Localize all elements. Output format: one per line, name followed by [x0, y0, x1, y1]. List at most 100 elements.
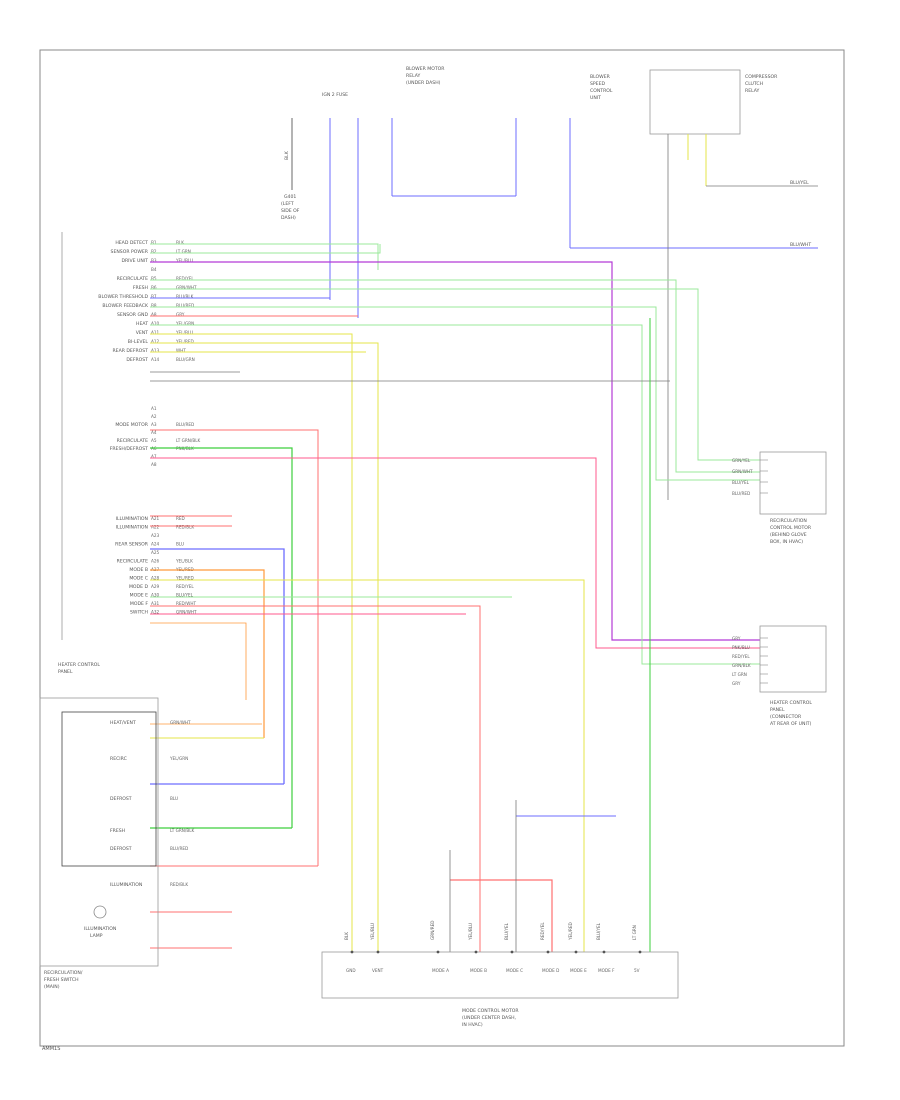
label-line: BOX, IN HVAC) [770, 539, 803, 545]
left-pin-wire: BLU/BLK [176, 294, 194, 299]
right-conn-wire: RED/YEL [732, 654, 750, 659]
right-conn-wire: PNK/BLU [732, 645, 750, 650]
svg-text:SIDE OF: SIDE OF [281, 208, 300, 214]
left-pin-3-wire: RED/BLK [176, 525, 194, 530]
left-pin-pin: A11 [151, 330, 160, 335]
left-pin-3-label: SWITCH [130, 610, 148, 616]
left-pin-3-pin: A25 [151, 550, 160, 555]
left-pin-wire: BLU/GRN [176, 357, 195, 362]
left-pin-2-pin: A1 [151, 406, 157, 411]
left-pin-3-label: REAR SENSOR [115, 542, 149, 548]
wire-switch [150, 622, 247, 700]
left-pin-3-label: MODE C [129, 576, 148, 582]
left-pin-wire: RED/YEL [176, 276, 194, 281]
switch-row-wire: RED/BLK [170, 882, 188, 887]
left-pin-3-label: MODE E [130, 593, 148, 599]
left-pin-3-pin: A32 [151, 610, 160, 615]
left-pin-pin: B2 [151, 249, 157, 254]
main-component-label-2: PANEL [58, 669, 73, 675]
switch-panel-inner [61, 711, 157, 867]
wire-mode-d [150, 605, 481, 952]
switch-panel-outline [39, 697, 159, 967]
left-pin-pin: B3 [151, 258, 157, 263]
switch-row-label: DEFROST [110, 846, 132, 852]
left-pin-wire: WHT [176, 348, 186, 353]
switch-row-label: FRESH [110, 828, 125, 834]
left-pin-3-wire: YEL/BLK [175, 559, 193, 564]
left-pin-wire: BLK [176, 240, 184, 245]
mode-pin-wire: BLU/YEL [504, 922, 509, 940]
svg-text:BLK: BLK [284, 150, 290, 160]
label-line: PANEL [770, 707, 785, 713]
left-pin-wire: YEL/GRN [175, 321, 194, 326]
wire-fresh [150, 288, 760, 461]
label-line: CONTROL MOTOR [770, 525, 812, 531]
switch-row-label: DEFROST [110, 796, 132, 802]
right-connector-2-pins: GRY PNK/BLU RED/YEL GRN/BLK LT GRN GRY [732, 636, 768, 686]
left-pin-3-pin: A29 [151, 584, 160, 589]
label-line: (CONNECTOR [770, 714, 802, 720]
mode-pin-name: MODE B [470, 968, 487, 973]
mode-pin-name: VENT [372, 968, 384, 973]
svg-text:G401: G401 [284, 194, 296, 200]
mode-pin-wire: LT GRN [632, 925, 637, 940]
mode-pin-name: MODE A [432, 968, 449, 973]
left-pin-3-pin: A23 [151, 533, 160, 538]
switch-row-wire: BLU [170, 796, 178, 801]
bulb-label-2: LAMP [90, 933, 103, 939]
switch-top-4: UNIT [590, 95, 601, 101]
left-pin-2-wire: LT GRN/BLK [176, 438, 201, 443]
mode-pin-name: MODE F [598, 968, 615, 973]
left-pin-pin: B5 [151, 276, 157, 281]
label-line: FRESH SWITCH [44, 977, 79, 983]
wire-b2 [150, 243, 379, 270]
right-conn-wire: GRY [732, 636, 741, 641]
left-pin-3-wire: RED/YEL [176, 584, 194, 589]
left-pin-3-pin: A31 [151, 601, 160, 606]
top-fuse-group: BLK G401 (LEFT SIDE OF DASH) [281, 118, 300, 221]
mode-pin-dot [350, 950, 354, 954]
relay-top-1: COMPRESSOR [745, 74, 778, 80]
label-line: MODE CONTROL MOTOR [462, 1008, 519, 1014]
label-line: (BEHIND GLOVE [770, 532, 807, 538]
svg-text:(LEFT: (LEFT [281, 201, 294, 207]
mode-pin-name: GND [346, 968, 356, 973]
left-pin-3-wire: BLU [176, 542, 184, 547]
label-line: RECIRCULATION [770, 518, 807, 524]
left-pin-label: DEFROST [126, 357, 148, 363]
mode-pin-wire: YEL/BLU [370, 923, 375, 941]
switch-top-1: BLOWER [590, 74, 611, 80]
wire-vent [150, 342, 379, 952]
left-pin-label: SENSOR POWER [111, 249, 149, 255]
left-pin-label: FRESH [133, 285, 148, 291]
bulb-label: ILLUMINATION [84, 926, 116, 932]
left-pin-label: BI-LEVEL [128, 339, 149, 345]
wire-recirc-2 [150, 447, 293, 828]
wire-rear-sensor [150, 548, 285, 784]
right-conn-wire: GRY [732, 681, 741, 686]
left-pin-pin: A8 [151, 312, 157, 317]
left-pin-label: SENSOR GND [117, 312, 148, 318]
blower-switch-top-2: RELAY [406, 73, 421, 79]
left-pin-3-pin: A30 [151, 593, 160, 598]
left-pin-wire: GRN/WHT [176, 285, 197, 290]
wire-sensor-power [150, 244, 381, 254]
left-pin-3-wire: GRN/WHT [176, 610, 197, 615]
left-pin-pin: A13 [151, 348, 160, 353]
left-pin-label: HEAD DETECT [115, 240, 148, 246]
switch-row-wire: BLU/RED [170, 846, 188, 851]
left-pin-label: HEAT [136, 321, 148, 327]
wire-drive-unit [150, 261, 760, 641]
svg-text:BLU/YEL: BLU/YEL [790, 180, 809, 186]
left-pin-3-pin: A26 [151, 559, 160, 564]
left-pin-3-wire: RED/WHT [176, 601, 196, 606]
right-conn-wire: LT GRN [732, 672, 747, 677]
switch-row-label: ILLUMINATION [110, 882, 142, 888]
right-conn-wire: BLU/RED [732, 491, 750, 496]
relay-box [649, 69, 741, 135]
wire-mode-motor [150, 429, 319, 866]
right-conn-wire: GRN/BLK [732, 663, 751, 668]
left-pin-pin: B6 [151, 285, 157, 290]
label-line: IN HVAC) [462, 1022, 483, 1028]
diagram-frame [39, 49, 845, 1047]
